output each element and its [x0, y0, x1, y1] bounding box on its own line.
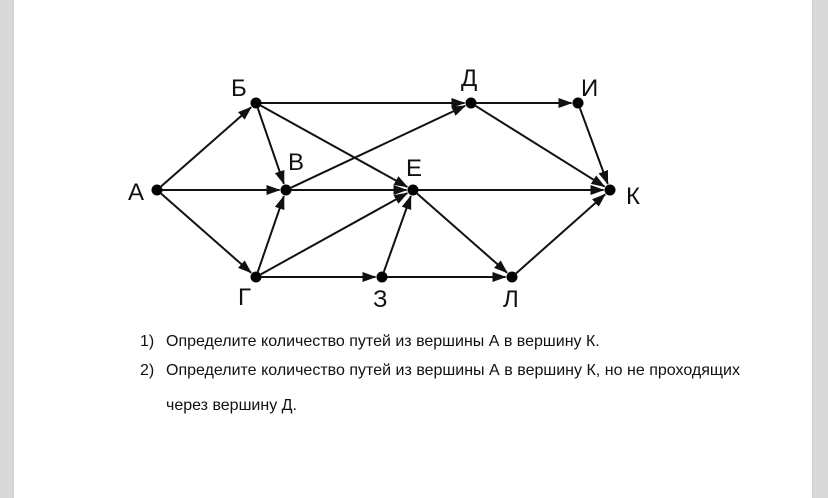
edge-L-K: [515, 193, 606, 275]
edge-B-E: [260, 104, 409, 188]
edge-I-K: [578, 107, 609, 185]
node-label-K: К: [626, 183, 640, 210]
edge-D-K: [475, 105, 606, 188]
node-label-V: В: [288, 149, 304, 176]
node-labels: А Б В Г Д Е З И Л К: [128, 65, 640, 313]
question-1: 1) Определите количество путей из вершин…: [140, 332, 740, 351]
node-K: [604, 184, 616, 196]
questions-list: 1) Определите количество путей из вершин…: [140, 332, 740, 433]
question-text: Определите количество путей из вершины А…: [166, 362, 740, 415]
edge-Z-E: [382, 195, 412, 273]
edges: [160, 98, 609, 282]
question-text: Определите количество путей из вершины А…: [166, 333, 600, 350]
node-B: [250, 97, 262, 109]
node-D: [465, 97, 477, 109]
node-V: [280, 184, 292, 196]
node-Z: [376, 271, 388, 283]
edge-V-D: [290, 104, 467, 189]
question-2: 2) Определите количество путей из вершин…: [140, 361, 740, 423]
node-label-L: Л: [503, 286, 519, 313]
node-label-G: Г: [238, 284, 251, 311]
edge-E-L: [416, 192, 508, 274]
node-G: [250, 271, 262, 283]
question-number: 1): [140, 333, 155, 350]
node-label-B: Б: [231, 75, 247, 102]
edge-G-V: [256, 195, 285, 273]
node-label-D: Д: [461, 65, 477, 92]
question-number: 2): [140, 362, 155, 380]
node-label-A: А: [128, 179, 144, 206]
document-page: [14, 0, 812, 498]
edge-A-B: [160, 106, 252, 188]
node-label-Z: З: [373, 286, 388, 313]
node-label-I: И: [581, 75, 598, 102]
node-A: [151, 184, 163, 196]
edge-B-V: [256, 107, 285, 185]
nodes: [151, 97, 616, 283]
node-L: [506, 271, 518, 283]
edge-A-G: [160, 192, 252, 274]
node-I: [572, 97, 584, 109]
node-label-E: Е: [406, 155, 422, 182]
edge-G-E: [260, 192, 409, 276]
node-E: [407, 184, 419, 196]
